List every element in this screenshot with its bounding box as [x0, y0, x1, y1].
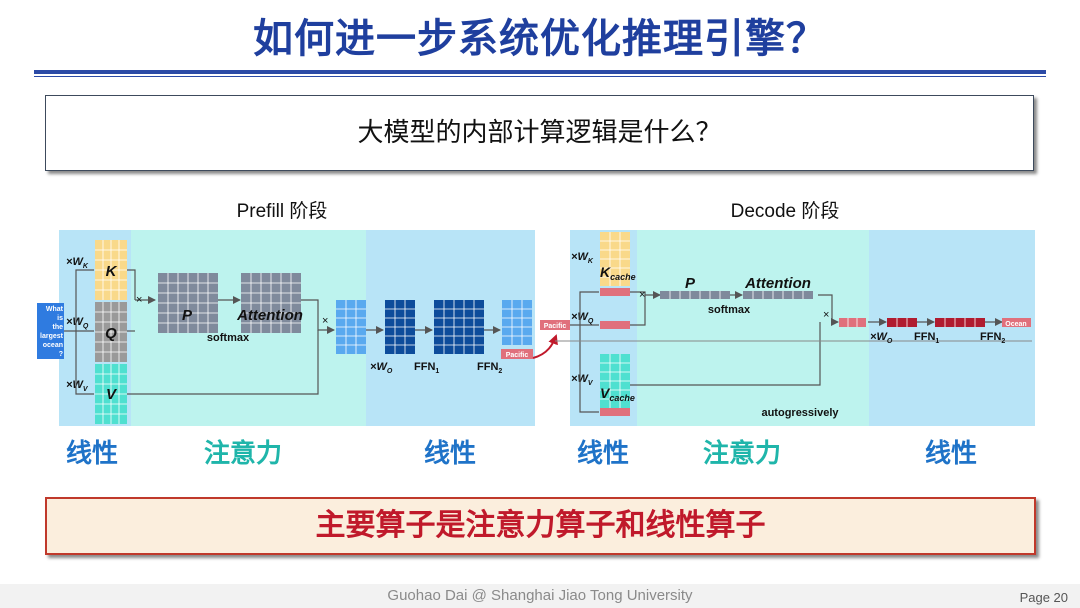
decode-ffn1-bar — [887, 318, 917, 327]
decode-ffn2-label: FFN2 — [980, 331, 1005, 345]
decode-output-token: Ocean — [1005, 321, 1026, 328]
title-rule — [34, 70, 1046, 74]
decode-attention-label: Attention — [744, 275, 811, 292]
prefill-p-grid — [158, 273, 218, 333]
footer-text: Guohao Dai @ Shanghai Jiao Tong Universi… — [387, 587, 693, 604]
input-token: ? — [59, 351, 63, 358]
prefill-kqv-matrices — [95, 240, 127, 424]
decode-linear-label-2: 线性 — [925, 439, 977, 469]
input-token: What — [46, 306, 64, 313]
prefill-linear-label-1: 线性 — [66, 439, 118, 469]
decode-input-token: Pacific — [544, 323, 567, 330]
feedback-arrow — [532, 334, 558, 359]
prefill-title: Prefill 阶段 — [237, 200, 328, 222]
prefill-v-label: V — [106, 386, 118, 403]
decode-kcache-label: Kcache — [600, 264, 636, 282]
decode-ffn1-label: FFN1 — [914, 331, 939, 345]
input-token: is — [57, 315, 63, 322]
decode-times-1: × — [639, 289, 645, 301]
prefill-output-token: Pacific — [506, 352, 529, 359]
decode-linear-label-1: 线性 — [577, 439, 629, 469]
decode-vcache-label: Vcache — [600, 385, 635, 403]
decode-ffn2-bar — [935, 318, 985, 327]
prefill-ffn-grids — [336, 300, 532, 354]
prefill-attention-label: Attention — [236, 307, 303, 324]
wk-label: ×WK — [66, 256, 89, 270]
decode-times-2: × — [823, 309, 829, 321]
page-number: Page 20 — [1019, 590, 1068, 605]
decode-vcache-matrix — [600, 354, 630, 408]
decode-p-label: P — [685, 275, 696, 292]
decode-softmax-label: softmax — [708, 304, 751, 316]
question-text: 大模型的内部计算逻辑是什么？ — [357, 118, 722, 148]
prefill-ffn1-grid — [385, 300, 415, 354]
decode-new-v-row — [600, 408, 630, 416]
decode-attention-section-label: 注意力 — [703, 438, 781, 469]
decode-linear-panel-2 — [869, 230, 1035, 426]
prefill-softmax-label: softmax — [207, 332, 250, 344]
llm-inference-diagram: Prefill 阶段 Decode 阶段 What is the largest oce… — [37, 200, 1035, 469]
prefill-output-grid — [502, 300, 532, 345]
input-token: ocean — [43, 342, 63, 349]
prefill-wo-label: ×WO — [370, 361, 393, 375]
prefill-connectors — [64, 269, 501, 395]
prefill-input-tokens: What is the largest ocean? — [37, 303, 64, 359]
prefill-attn-out-grid — [336, 300, 366, 354]
decode-autoregressive-label: autogressively — [761, 407, 839, 419]
title-rule-thin — [34, 76, 1046, 77]
prefill-k-label: K — [106, 263, 118, 280]
decode-input-token-bar — [540, 320, 570, 330]
prefill-attention-grids — [158, 273, 301, 333]
decode-output-token-bar — [1002, 318, 1031, 327]
decode-attention-bars — [660, 291, 813, 299]
decode-kv-cache-matrices — [600, 232, 630, 416]
decode-connectors — [555, 291, 1032, 413]
prefill-p-label: P — [182, 307, 193, 324]
prefill-ffn2-label: FFN2 — [477, 361, 502, 375]
slide-title: 如何进一步系统优化推理引擎？ — [253, 16, 827, 62]
prefill-v-matrix — [95, 364, 127, 424]
prefill-q-matrix — [95, 302, 127, 362]
prefill-ffn2-grid — [434, 300, 484, 354]
prefill-attention-grid — [241, 273, 301, 333]
decode-ffn-bars — [839, 318, 985, 327]
decode-attention-panel — [637, 230, 869, 426]
question-box: 大模型的内部计算逻辑是什么？ — [45, 95, 1034, 171]
prefill-q-label: Q — [105, 325, 117, 342]
decode-new-k-row — [600, 288, 630, 296]
conclusion-box: 主要算子是注意力算子和线性算子 — [45, 497, 1036, 555]
prefill-linear-label-2: 线性 — [424, 439, 476, 469]
prefill-times-2: × — [322, 315, 328, 327]
input-token: the — [53, 324, 64, 331]
prefill-attention-section-label: 注意力 — [204, 438, 282, 469]
footer-bar — [0, 584, 1080, 608]
decode-q-row — [600, 321, 630, 329]
decode-attention-bar — [743, 291, 813, 299]
prefill-times-1: × — [136, 294, 142, 306]
decode-kcache-matrix — [600, 232, 630, 286]
decode-wk-label: ×WK — [571, 251, 594, 265]
input-token: largest — [40, 333, 64, 340]
prefill-k-matrix — [95, 240, 127, 300]
decode-title: Decode 阶段 — [731, 200, 840, 222]
decode-wo-label: ×WO — [870, 331, 893, 345]
conclusion-text: 主要算子是注意力算子和线性算子 — [315, 508, 766, 543]
decode-p-bar — [660, 291, 730, 299]
prefill-output-token-bar — [501, 349, 533, 359]
decode-attn-out-bar — [839, 318, 866, 327]
prefill-ffn1-label: FFN1 — [414, 361, 439, 375]
